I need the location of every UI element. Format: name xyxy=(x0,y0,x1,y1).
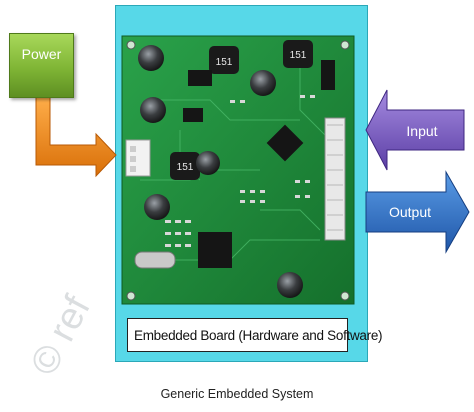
ic-chip xyxy=(198,232,232,268)
mount-hole xyxy=(340,40,350,50)
svg-text:© ref: © ref xyxy=(23,289,99,382)
output-label: Output xyxy=(389,204,431,220)
mount-hole xyxy=(126,291,136,301)
svg-text:151: 151 xyxy=(216,57,233,68)
board-name-box: Embedded Board (Hardware and Software) xyxy=(127,318,383,352)
qfp-chip xyxy=(266,124,304,162)
input-arrow: Input xyxy=(365,89,465,171)
output-arrow: Output xyxy=(365,170,470,254)
capacitor xyxy=(144,194,170,220)
mount-hole xyxy=(126,40,136,50)
capacitor xyxy=(138,45,164,71)
watermark: © ref xyxy=(23,289,99,382)
resistor-array xyxy=(165,95,315,247)
power-box: Power xyxy=(9,33,74,98)
board-name-label: Embedded Board (Hardware and Software) xyxy=(134,327,383,343)
ic-chip xyxy=(183,108,203,122)
svg-text:151: 151 xyxy=(177,162,194,173)
capacitor xyxy=(250,70,276,96)
capacitor xyxy=(140,97,166,123)
diagram-caption: Generic Embedded System xyxy=(160,387,314,401)
input-label: Input xyxy=(406,123,437,139)
inductor: 151 xyxy=(283,40,313,68)
power-label: Power xyxy=(21,46,62,62)
power-connector xyxy=(125,139,151,177)
ic-chip xyxy=(188,70,212,86)
inductor: 151 xyxy=(209,46,239,74)
ribbon-connector xyxy=(324,117,346,241)
capacitor xyxy=(196,151,220,175)
pcb-board: 151 151 151 xyxy=(121,35,355,305)
inductor: 151 xyxy=(170,152,200,180)
crystal xyxy=(134,251,176,269)
power-arrow xyxy=(35,95,117,178)
capacitor xyxy=(277,272,303,298)
mount-hole xyxy=(340,291,350,301)
ic-chip xyxy=(321,60,335,90)
svg-text:151: 151 xyxy=(290,50,307,61)
